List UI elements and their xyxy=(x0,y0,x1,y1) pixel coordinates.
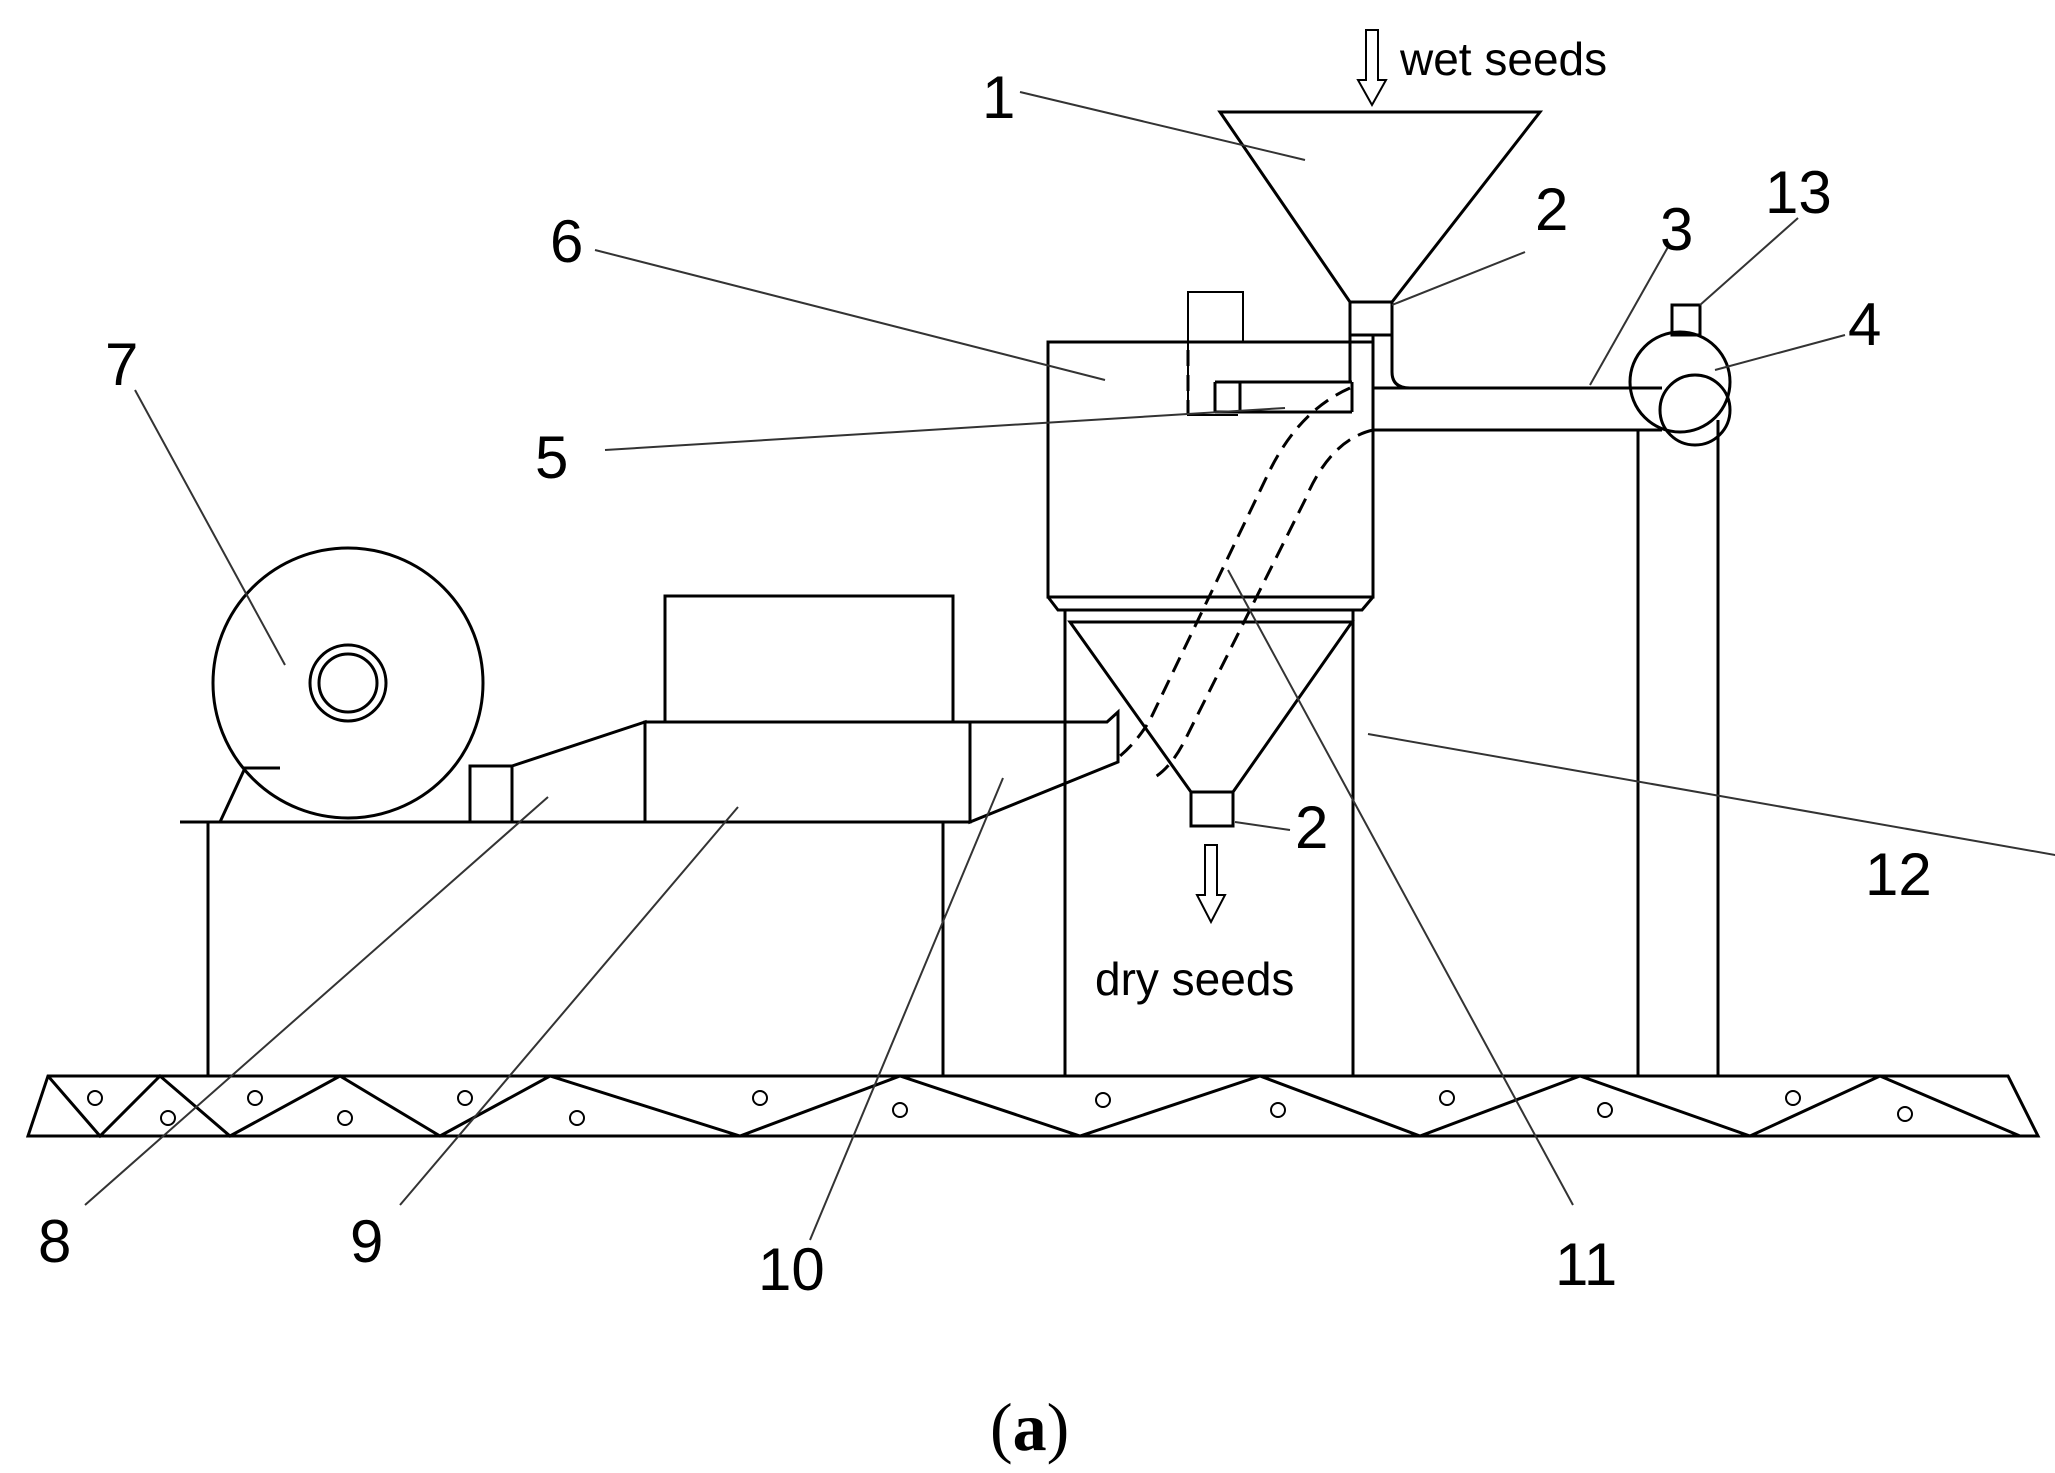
callout-5: 5 xyxy=(535,424,568,491)
callout-1: 1 xyxy=(982,64,1015,131)
base-truss-frame xyxy=(25,1073,2041,1139)
dry-seeds-label: dry seeds xyxy=(1095,953,1294,1005)
callout-12: 12 xyxy=(1865,841,1932,908)
callout-10: 10 xyxy=(758,1236,825,1303)
seed-feed-pipe xyxy=(1348,335,1420,390)
callout-2-bottom: 2 xyxy=(1295,794,1328,861)
truss-bolts xyxy=(87,1090,1913,1126)
wet-seeds-label: wet seeds xyxy=(1399,33,1607,85)
fan-7 xyxy=(211,546,514,824)
callout-6: 6 xyxy=(550,208,583,275)
callout-11: 11 xyxy=(1555,1231,1617,1298)
transport-pipe-3 xyxy=(1213,380,1662,432)
diffuser-8 xyxy=(510,719,647,824)
hopper-1 xyxy=(1217,110,1544,337)
callout-4: 4 xyxy=(1848,291,1881,358)
wet-seeds-arrow-icon xyxy=(1356,29,1388,108)
callout-3: 3 xyxy=(1660,196,1693,263)
heater-9 xyxy=(643,594,972,824)
blower-4 xyxy=(1628,303,1732,1076)
callout-9: 9 xyxy=(350,1208,383,1275)
callout-13: 13 xyxy=(1765,159,1832,226)
left-support-stand xyxy=(180,820,950,1076)
figure-caption: (a) xyxy=(990,1389,1069,1465)
callout-8: 8 xyxy=(38,1208,71,1275)
leader-lines xyxy=(84,91,2055,1241)
drying-chamber-6 xyxy=(1046,340,1375,1076)
callout-7: 7 xyxy=(105,331,138,398)
dry-seeds-arrow-icon xyxy=(1195,844,1227,925)
callout-2-top: 2 xyxy=(1535,176,1568,243)
internal-tube-11 xyxy=(1114,386,1374,782)
exhaust-vent xyxy=(1186,291,1244,416)
confuser-10 xyxy=(968,708,1120,825)
